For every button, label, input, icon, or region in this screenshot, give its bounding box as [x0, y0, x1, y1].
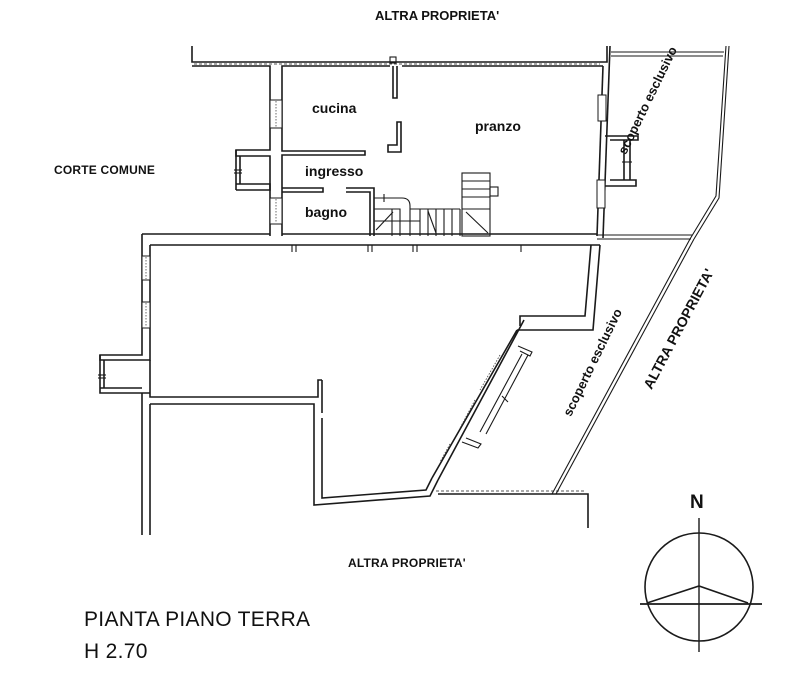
lower-boundary	[436, 238, 695, 528]
right-exterior-wall	[596, 45, 639, 239]
north-compass	[640, 518, 762, 652]
plan-title: PIANTA PIANO TERRA	[84, 608, 311, 631]
top-boundary-wall	[191, 46, 608, 100]
label-altra-proprieta-bottom: ALTRA PROPRIETA'	[348, 556, 466, 570]
room-label-ingresso: ingresso	[305, 163, 364, 179]
compass-north-label: N	[690, 492, 704, 513]
lower-unit-walls	[98, 233, 601, 535]
upper-garden-boundary	[597, 45, 730, 240]
label-corte-comune: CORTE COMUNE	[54, 163, 156, 177]
room-label-bagno: bagno	[305, 204, 347, 220]
staircase	[374, 172, 499, 237]
room-label-pranzo: pranzo	[475, 118, 521, 134]
upper-unit-walls	[234, 99, 499, 237]
label-altra-proprieta-top: ALTRA PROPRIETA'	[375, 8, 500, 23]
room-label-cucina: cucina	[312, 100, 357, 116]
plan-height: H 2.70	[84, 640, 148, 663]
